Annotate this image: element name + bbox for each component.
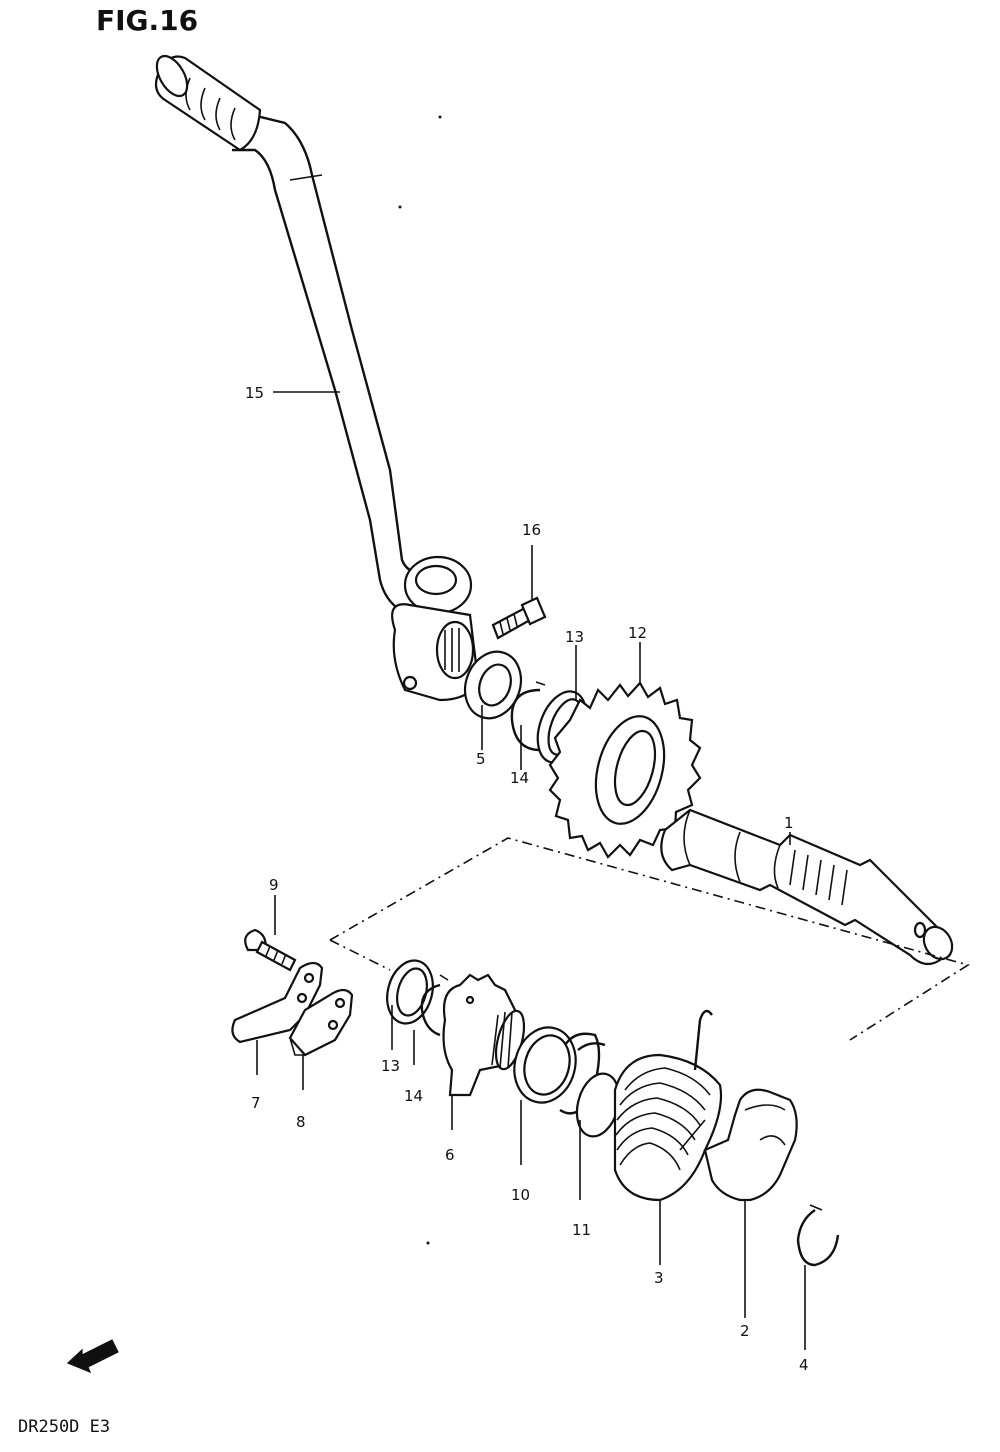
circlip-14-upper (510, 681, 546, 752)
callout-11: 11 (572, 1221, 591, 1239)
circlip-4 (796, 1204, 840, 1267)
callout-4: 4 (799, 1356, 809, 1374)
callout-16: 16 (522, 521, 541, 539)
callout-12: 12 (628, 624, 647, 642)
gear-12 (548, 681, 702, 859)
callout-14-upper: 14 (510, 769, 529, 787)
bolt-16 (491, 596, 547, 640)
kick-lever (154, 54, 480, 702)
callout-5: 5 (476, 750, 486, 768)
callout-14-lower: 14 (404, 1087, 423, 1105)
callout-3: 3 (654, 1269, 664, 1287)
screw-9 (244, 928, 297, 972)
leader-lines (256, 391, 806, 1350)
starter-shaft-1 (660, 808, 954, 966)
plate-7 (231, 961, 324, 1044)
scan-specks (398, 115, 442, 1245)
plate-8 (288, 988, 354, 1057)
callout-6: 6 (445, 1146, 455, 1164)
fwd-arrow-icon: FWD (66, 1339, 119, 1374)
callout-7: 7 (251, 1094, 261, 1112)
assembly-boundary (329, 837, 970, 1041)
callout-8: 8 (296, 1113, 306, 1131)
callout-13-upper: 13 (565, 628, 584, 646)
model-code: DR250D E3 (18, 1417, 110, 1437)
assembly-boundary-lower (329, 939, 391, 971)
ratchet-6 (442, 973, 526, 1097)
washer-13-lower (386, 959, 434, 1025)
spring-guide-2 (703, 1088, 798, 1202)
callout-9: 9 (269, 876, 279, 894)
callouts: 15 16 13 12 5 14 1 9 13 14 7 8 6 10 11 3… (245, 384, 809, 1374)
callout-15: 15 (245, 384, 264, 402)
circlip-14-lower (420, 974, 449, 1037)
callout-1: 1 (784, 814, 794, 832)
return-spring-3 (613, 1009, 723, 1202)
callout-13-lower: 13 (381, 1057, 400, 1075)
figure-title: FIG.16 (96, 4, 198, 37)
callout-10: 10 (511, 1186, 530, 1204)
callout-2: 2 (740, 1322, 750, 1340)
spring-10 (513, 1026, 577, 1104)
